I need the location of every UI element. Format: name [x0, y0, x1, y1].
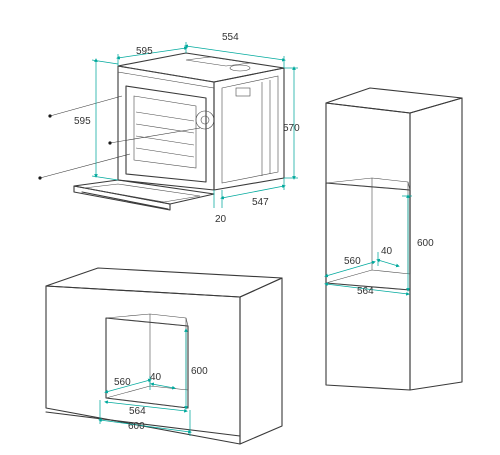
oven-depth-label: 547 [252, 197, 269, 208]
tall-niche-height-label: 600 [417, 238, 434, 249]
oven-height-label: 570 [283, 123, 300, 134]
oven-width-label: 554 [222, 32, 239, 43]
base-niche-width-label: 564 [129, 406, 146, 417]
oven-door-offset-label: 20 [215, 214, 227, 225]
oven-door-width-label: 595 [136, 46, 153, 57]
base-cabinet-drawing: 600 560 40 564 600 [45, 267, 283, 445]
tall-vent-gap-label: 40 [381, 246, 393, 257]
base-cabinet-width-label: 600 [128, 421, 145, 432]
tall-niche-width-label: 564 [357, 286, 374, 297]
oven-door-height-label: 595 [74, 116, 91, 127]
tall-niche-depth-label: 560 [344, 256, 361, 267]
oven-drawing: 595 554 595 570 547 20 [38, 32, 300, 225]
tall-cabinet-drawing: 600 560 40 564 [324, 87, 463, 391]
base-vent-gap-label: 40 [150, 372, 162, 383]
base-niche-height-label: 600 [191, 366, 208, 377]
base-niche-depth-label: 560 [114, 377, 131, 388]
